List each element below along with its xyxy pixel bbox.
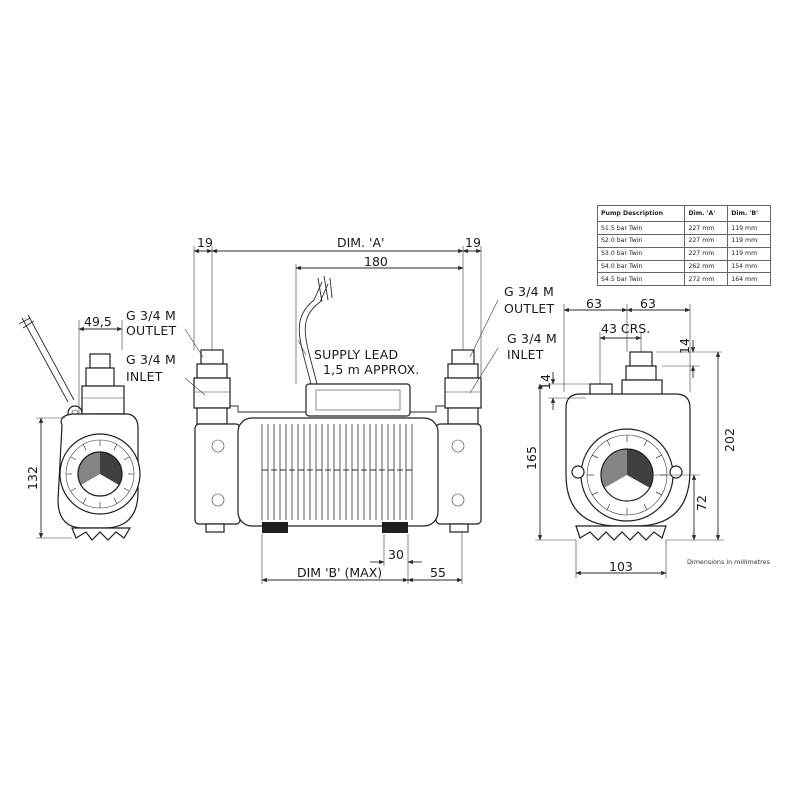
- outlet-left-thread: G 3/4 M: [126, 308, 176, 323]
- units-note: Dimensions in millimetres: [687, 558, 770, 566]
- front-view: [184, 246, 499, 584]
- dim-a-value: 227 mm: [684, 233, 729, 248]
- header-dim-b: Dim. 'B': [727, 204, 771, 223]
- right-end-view: [535, 304, 724, 578]
- outlet-right-thread: G 3/4 M: [504, 284, 554, 299]
- dim-19-right: 19: [465, 235, 481, 250]
- header-dim-a: Dim. 'A': [684, 204, 729, 223]
- inlet-left-thread: G 3/4 M: [126, 352, 176, 367]
- dim-63-right: 63: [640, 296, 656, 311]
- pump-name: S4.5 bar Twin: [596, 272, 686, 287]
- dim-43-crs: 43 CRS.: [601, 321, 650, 336]
- dim-14-side: 14: [538, 374, 553, 390]
- dim-19-left: 19: [197, 235, 213, 250]
- dim-132: 132: [25, 466, 40, 490]
- pump-dimensions-table: Pump Description Dim. 'A' Dim. 'B' S1.5 …: [596, 204, 771, 287]
- table-row: S3.0 bar Twin 227 mm 119 mm: [596, 246, 771, 261]
- pump-name: S3.0 bar Twin: [596, 246, 686, 261]
- supply-lead-label: SUPPLY LEAD: [314, 347, 398, 362]
- dim-a-value: 272 mm: [684, 272, 729, 287]
- inlet-right-thread: G 3/4 M: [507, 331, 557, 346]
- dim-30: 30: [388, 547, 404, 562]
- inlet-right-label: INLET: [507, 347, 544, 362]
- dim-b: DIM 'B' (MAX): [297, 565, 382, 580]
- dim-a-value: 227 mm: [684, 221, 729, 235]
- inlet-left-label: INLET: [126, 369, 163, 384]
- dim-202: 202: [722, 428, 737, 452]
- table-row: S2.0 bar Twin 227 mm 119 mm: [596, 233, 771, 248]
- dim-165: 165: [524, 446, 539, 470]
- dim-a-value: 227 mm: [684, 246, 729, 261]
- pump-name: S4.0 bar Twin: [596, 259, 686, 274]
- pump-name: S2.0 bar Twin: [596, 233, 686, 248]
- dim-a: DIM. 'A': [337, 235, 384, 250]
- dim-72: 72: [694, 495, 709, 511]
- outlet-right-label: OUTLET: [504, 301, 554, 316]
- dim-14-top: 14: [677, 338, 692, 354]
- dim-b-value: 119 mm: [727, 221, 771, 235]
- header-pump-description: Pump Description: [596, 204, 686, 223]
- dim-b-value: 164 mm: [727, 272, 771, 287]
- dim-49-5: 49,5: [84, 314, 112, 329]
- dim-180: 180: [364, 254, 388, 269]
- table-row: S4.0 bar Twin 262 mm 154 mm: [596, 259, 771, 274]
- left-view-fins: [66, 440, 134, 508]
- table-header-row: Pump Description Dim. 'A' Dim. 'B': [596, 204, 771, 223]
- motor-fins: [261, 424, 413, 520]
- dim-b-value: 119 mm: [727, 246, 771, 261]
- dim-55: 55: [430, 565, 446, 580]
- table-row: S4.5 bar Twin 272 mm 164 mm: [596, 272, 771, 287]
- table-row: S1.5 bar Twin 227 mm 119 mm: [596, 221, 771, 235]
- dim-103: 103: [609, 559, 633, 574]
- dim-b-value: 154 mm: [727, 259, 771, 274]
- supply-lead-length: 1,5 m APPROX.: [323, 362, 420, 377]
- outlet-left-label: OUTLET: [126, 323, 176, 338]
- dim-b-value: 119 mm: [727, 233, 771, 248]
- pump-name: S1.5 bar Twin: [596, 221, 686, 235]
- left-side-view: [18, 314, 141, 541]
- dim-a-value: 262 mm: [684, 259, 729, 274]
- dim-63-left: 63: [586, 296, 602, 311]
